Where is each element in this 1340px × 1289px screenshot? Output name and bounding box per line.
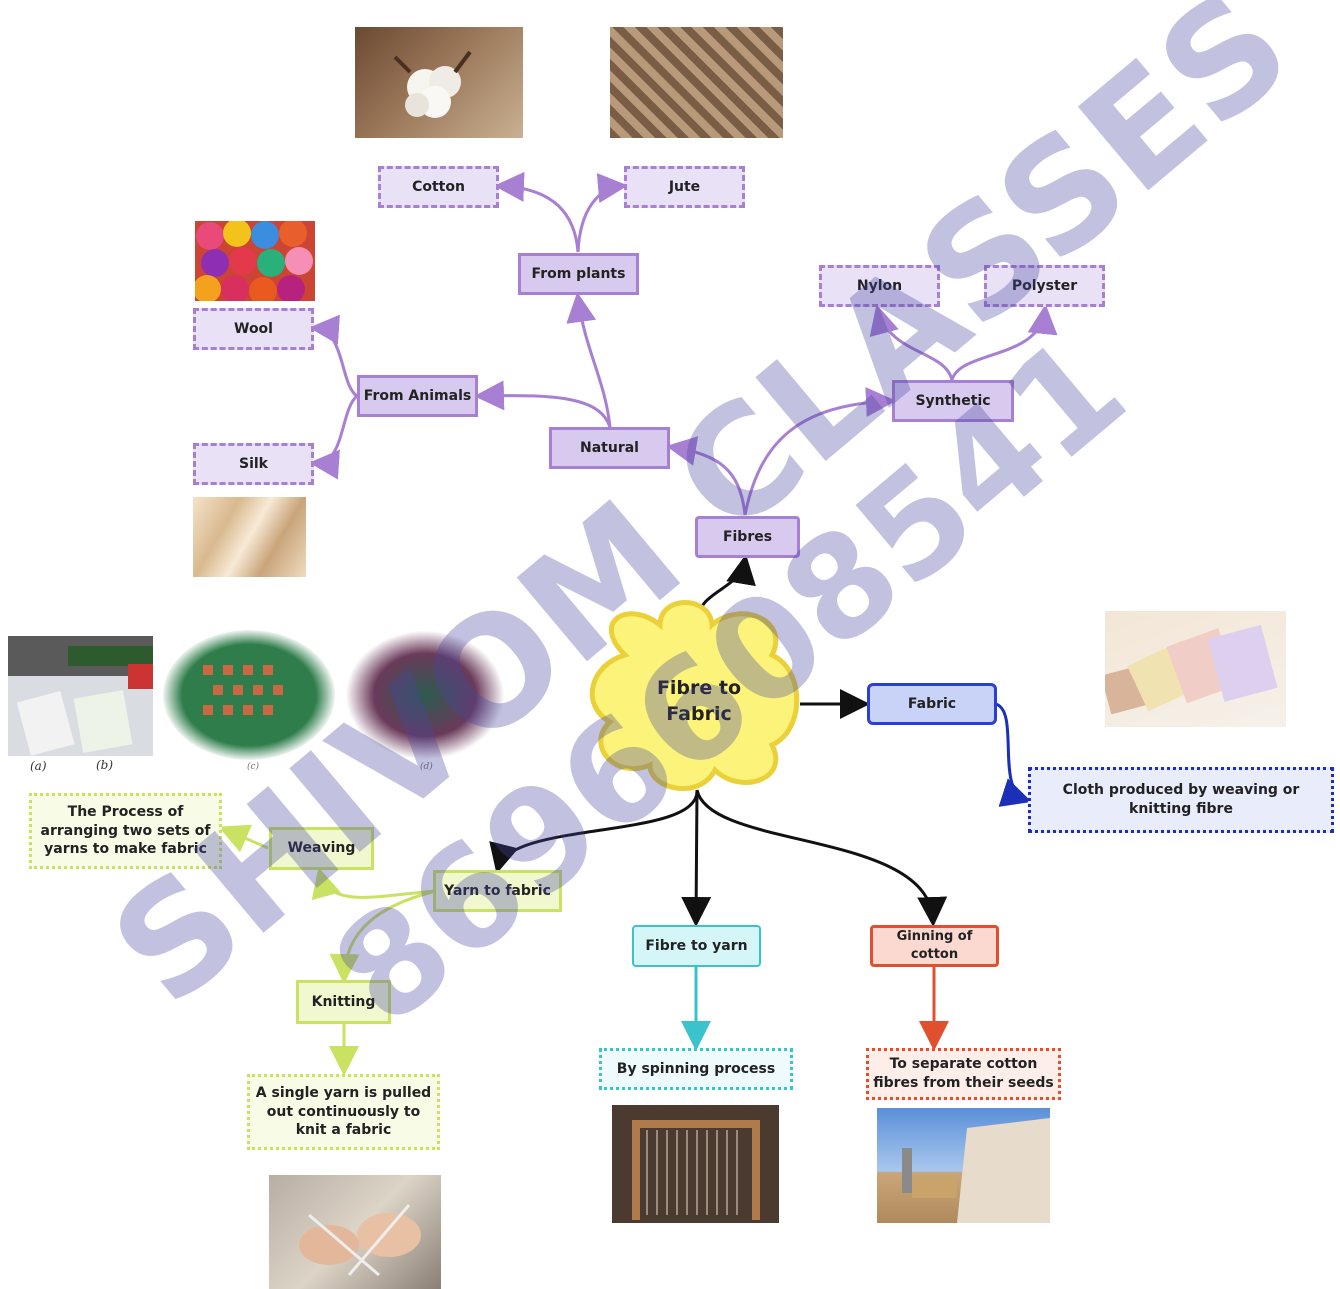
node-ginning-of-cotton: Ginning of cotton (870, 925, 999, 967)
weaving-photo-a-b (8, 636, 153, 756)
caption-b: (b) (96, 758, 114, 772)
ginning-photo (877, 1108, 1050, 1223)
weaving-photo-c (163, 630, 335, 760)
fabric-photo (1105, 611, 1286, 727)
node-polyster: Polyster (984, 265, 1105, 307)
fabric-definition: Cloth produced by weaving or knitting fi… (1028, 767, 1334, 833)
node-natural: Natural (549, 427, 670, 469)
cotton-photo (355, 27, 523, 138)
node-nylon: Nylon (819, 265, 940, 307)
caption-c: (c) (247, 762, 260, 772)
node-weaving: Weaving (269, 827, 374, 870)
node-from-animals: From Animals (357, 375, 478, 417)
node-cotton: Cotton (378, 166, 499, 208)
caption-d: (d) (420, 762, 433, 772)
weaving-definition: The Process of arranging two sets of yar… (29, 793, 222, 869)
node-fabric: Fabric (867, 683, 997, 725)
silk-photo (193, 497, 306, 577)
knitting-definition: A single yarn is pulled out continuously… (247, 1074, 440, 1150)
center-cloud (589, 600, 800, 791)
center-title: Fibre to Fabric (656, 677, 742, 725)
node-wool: Wool (193, 308, 314, 350)
spinning-definition: By spinning process (599, 1048, 793, 1090)
wool-photo (195, 221, 315, 301)
caption-a: (a) (30, 759, 47, 773)
ginning-definition: To separate cotton fibres from their see… (866, 1048, 1061, 1100)
jute-photo (610, 27, 783, 138)
node-jute: Jute (624, 166, 745, 208)
node-yarn-to-fabric: Yarn to fabric (433, 870, 562, 912)
node-from-plants: From plants (518, 253, 639, 295)
node-synthetic: Synthetic (892, 380, 1014, 422)
node-knitting: Knitting (296, 980, 391, 1024)
knitting-photo (269, 1175, 441, 1289)
node-fibres: Fibres (695, 516, 800, 558)
node-silk: Silk (193, 443, 314, 485)
weaving-photo-d (345, 630, 505, 760)
node-fibre-to-yarn: Fibre to yarn (632, 925, 761, 967)
spinning-photo (612, 1105, 779, 1223)
